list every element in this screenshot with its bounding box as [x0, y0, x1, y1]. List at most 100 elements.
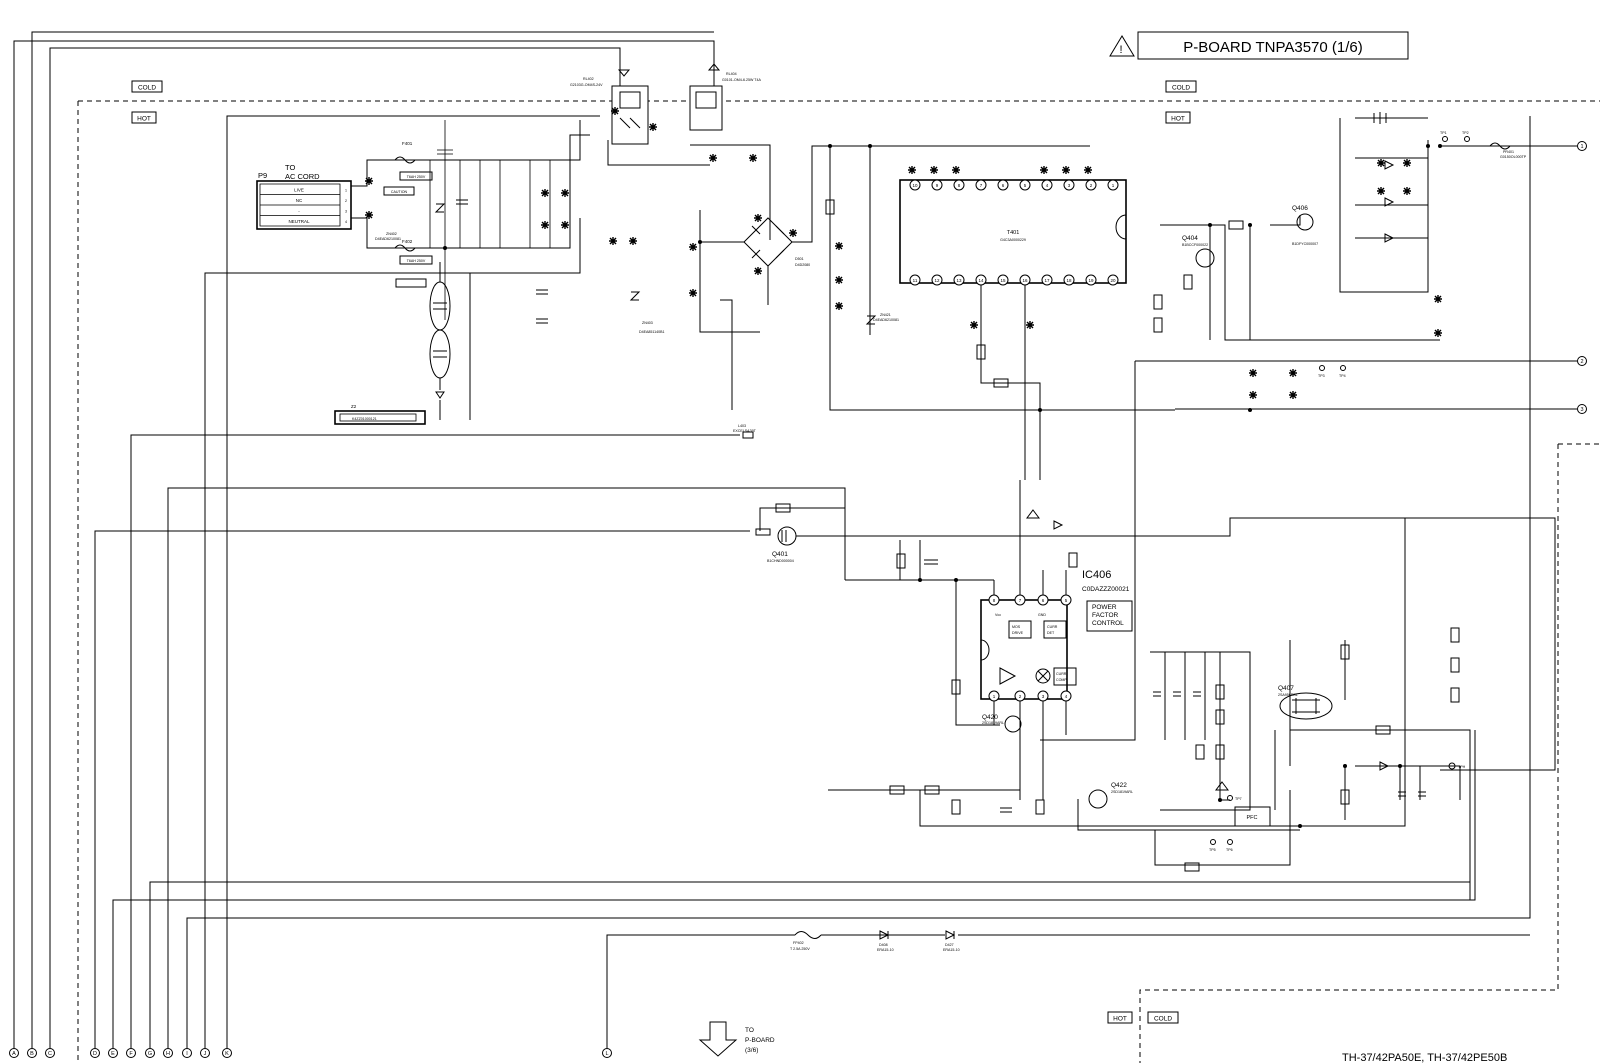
svg-text:3: 3 — [1068, 183, 1071, 188]
svg-text:6: 6 — [1002, 183, 1005, 188]
svg-text:TO: TO — [745, 1027, 754, 1034]
svg-text:ERA15-10: ERA15-10 — [943, 948, 960, 952]
svg-text:H: H — [166, 1051, 170, 1057]
warning-triangle-icon: ! — [1109, 35, 1135, 57]
svg-text:2SD1819ARL: 2SD1819ARL — [982, 721, 1004, 725]
svg-text:L403: L403 — [738, 424, 746, 428]
to-pboard-arrow-icon: TO P-BOARD (3/6) — [698, 1021, 775, 1057]
svg-text:2SA956RBL: 2SA956RBL — [1278, 693, 1298, 697]
svg-text:C: C — [48, 1051, 52, 1057]
svg-text:TP7: TP7 — [1235, 797, 1242, 801]
svg-text:B1CHND000004: B1CHND000004 — [767, 559, 794, 563]
transistor-q422: Q422 2SD1819ARL — [1088, 782, 1133, 809]
svg-text:G4C3A0000229: G4C3A0000229 — [1000, 238, 1026, 242]
svg-text:MOS: MOS — [1012, 625, 1021, 629]
hot-tag: HOT — [1165, 111, 1191, 124]
svg-text:1: 1 — [1580, 144, 1583, 150]
zn402-part: D4EAD6210081 — [375, 237, 401, 241]
svg-text:EXCELSA39T: EXCELSA39T — [733, 429, 757, 433]
svg-text:TO: TO — [285, 163, 295, 172]
pfc-box: PFC — [1234, 806, 1271, 827]
svg-text:2: 2 — [345, 199, 347, 203]
svg-text:T6AH 250V: T6AH 250V — [407, 175, 426, 179]
svg-text:3: 3 — [1580, 407, 1583, 413]
test-point-tp5: TP5 — [1209, 839, 1216, 852]
svg-text:F: F — [129, 1051, 133, 1057]
svg-text:LIVE: LIVE — [294, 188, 304, 193]
svg-text:COMP: COMP — [1056, 678, 1067, 682]
svg-text:G: G — [148, 1051, 152, 1057]
bus-wires — [13, 31, 1531, 1035]
svg-text:CURR: CURR — [1056, 672, 1067, 676]
svg-text:3: 3 — [345, 210, 347, 214]
svg-text:Q406: Q406 — [1292, 205, 1308, 212]
transistor-q404: Q404 B1BCCF000022 — [1182, 235, 1215, 268]
hot-tag: HOT — [1107, 1011, 1133, 1024]
connector-z2: Z2 K4ZZ01000121 — [334, 404, 426, 425]
transistor-q407: Q407 2SA956RBL — [1278, 685, 1333, 720]
test-point-tp7: TP7 — [1227, 795, 1242, 801]
svg-text:G0101-OM4-6.25W T4A: G0101-OM4-6.25W T4A — [722, 78, 761, 82]
relay-rl404: RL404 G0101-OM4-6.25W T4A — [689, 72, 761, 131]
spark-gap-markers — [365, 107, 1442, 399]
test-point-tp2: TP2 — [1462, 131, 1470, 142]
fuse-f401: F401 T6AH 250V CAUTION — [383, 141, 433, 196]
svg-text:COLD: COLD — [1172, 85, 1190, 92]
svg-text:NC: NC — [296, 198, 303, 203]
svg-text:C0DAZZZ00021: C0DAZZZ00021 — [1082, 586, 1130, 593]
cold-tag: COLD — [1147, 1011, 1179, 1024]
connector-p9: P9 TO AC CORD LIVE NC - NEUTRAL 1 2 3 4 — [256, 163, 352, 230]
svg-text:G2103G-OM4S-24V: G2103G-OM4S-24V — [570, 83, 603, 87]
fuse-f402: F402 T6AH 250V — [394, 239, 433, 288]
diode-d408: D408 ERA15-10 — [877, 930, 894, 952]
svg-text:B: B — [30, 1051, 34, 1057]
gas-discharge-tubes — [429, 262, 471, 420]
terminal-3: 3 — [1577, 404, 1587, 414]
zn402-label: ZN402 — [386, 232, 397, 236]
svg-text:RL402: RL402 — [583, 77, 594, 81]
zn421-label: ZN421 — [880, 313, 891, 317]
svg-text:T401: T401 — [1007, 230, 1020, 236]
svg-text:2: 2 — [1580, 359, 1583, 365]
svg-text:PFC: PFC — [1247, 815, 1258, 821]
terminal-b: B — [27, 1048, 37, 1058]
svg-text:20: 20 — [1110, 278, 1116, 283]
terminal-k: K — [222, 1048, 232, 1058]
svg-text:F402: F402 — [402, 239, 413, 244]
svg-text:POWER: POWER — [1092, 604, 1117, 611]
svg-text:T6AH 250V: T6AH 250V — [407, 259, 426, 263]
svg-text:A: A — [12, 1051, 16, 1057]
terminal-2: 2 — [1577, 356, 1587, 366]
svg-text:J: J — [204, 1051, 207, 1057]
terminal-f: F — [126, 1048, 136, 1058]
svg-text:HOT: HOT — [1113, 1016, 1127, 1023]
terminal-e: E — [108, 1048, 118, 1058]
svg-text:19: 19 — [1088, 278, 1094, 283]
svg-text:B1BCCF000022: B1BCCF000022 — [1182, 243, 1208, 247]
relay-rl402: RL402 G2103G-OM4S-24V — [570, 77, 649, 145]
terminal-l: L — [602, 1048, 612, 1058]
mosfet-q401: Q401 B1CHND000004 — [767, 526, 797, 563]
svg-text:TP3: TP3 — [1318, 374, 1325, 378]
svg-text:3: 3 — [1042, 694, 1045, 699]
svg-text:COLD: COLD — [1154, 1016, 1172, 1023]
svg-text:FACTOR: FACTOR — [1092, 612, 1119, 619]
terminal-d: D — [90, 1048, 100, 1058]
svg-text:D4D2080: D4D2080 — [795, 263, 810, 267]
svg-text:Q420: Q420 — [982, 714, 998, 721]
test-point-tp6: TP6 — [1226, 839, 1233, 852]
svg-text:15: 15 — [1000, 278, 1006, 283]
terminal-i: I — [182, 1048, 192, 1058]
svg-text:D408: D408 — [879, 943, 888, 947]
svg-text:2SD1819ARL: 2SD1819ARL — [1111, 790, 1133, 794]
svg-text:Vcc: Vcc — [995, 613, 1001, 617]
svg-text:2: 2 — [1019, 694, 1022, 699]
ac-line-wires — [351, 120, 590, 249]
svg-text:Q401: Q401 — [772, 551, 788, 558]
svg-text:GND: GND — [1038, 613, 1046, 617]
svg-text:DRIVE: DRIVE — [1012, 631, 1024, 635]
svg-text:P9: P9 — [258, 171, 267, 180]
svg-text:L: L — [605, 1051, 608, 1057]
svg-text:17: 17 — [1044, 278, 1050, 283]
